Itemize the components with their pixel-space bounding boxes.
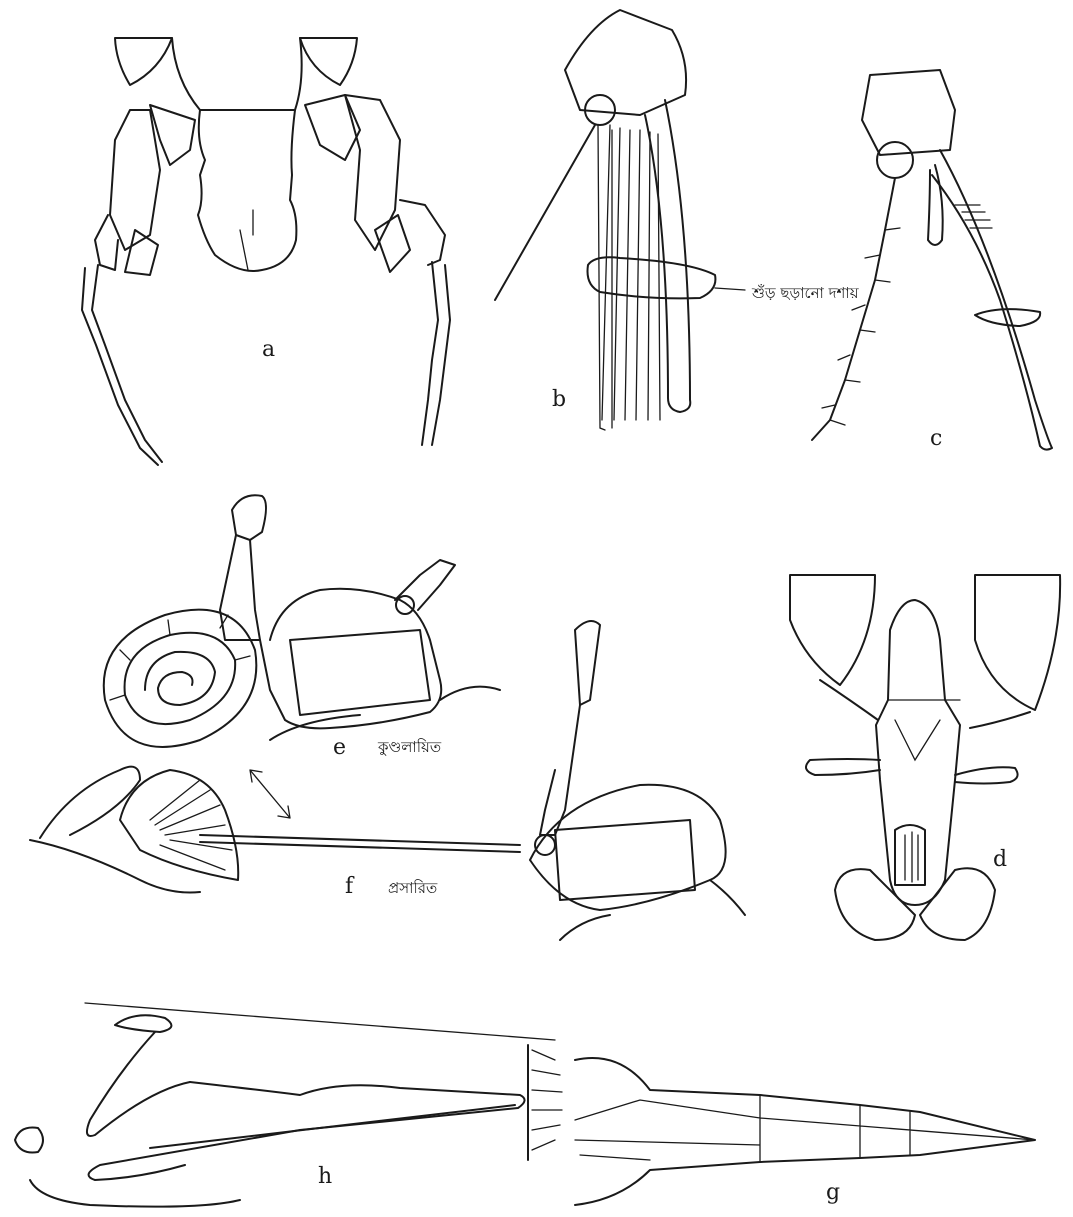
panel-d-label: d bbox=[993, 847, 1007, 872]
panel-h-head-profile: h bbox=[15, 1003, 555, 1207]
panel-e-label: e bbox=[333, 735, 346, 760]
panel-e-coiled-proboscis: e কুণ্ডলায়িত bbox=[104, 495, 500, 760]
panel-f-label: f bbox=[345, 874, 355, 899]
panel-a-label: a bbox=[262, 337, 275, 362]
panel-a-biting-mouthparts: a bbox=[82, 38, 450, 465]
panel-b-label: b bbox=[552, 387, 566, 412]
panel-b-piercing-mouthparts: শুঁড় ছড়ানো দশায় b bbox=[495, 10, 860, 430]
panel-g-label: g bbox=[826, 1180, 840, 1205]
panel-h-label: h bbox=[318, 1164, 332, 1189]
panel-c-mouthparts: c bbox=[812, 70, 1052, 451]
panel-e-annotation: কুণ্ডলায়িত bbox=[377, 738, 442, 756]
panel-f-extended-proboscis: f প্রসারিত bbox=[30, 621, 745, 940]
panel-d-mouthparts: d bbox=[790, 575, 1060, 940]
panel-g-proboscis: g bbox=[528, 1045, 1035, 1205]
panel-c-label: c bbox=[930, 426, 942, 451]
panel-b-annotation: শুঁড় ছড়ানো দশায় bbox=[751, 284, 860, 302]
panel-f-annotation: প্রসারিত bbox=[388, 879, 438, 897]
